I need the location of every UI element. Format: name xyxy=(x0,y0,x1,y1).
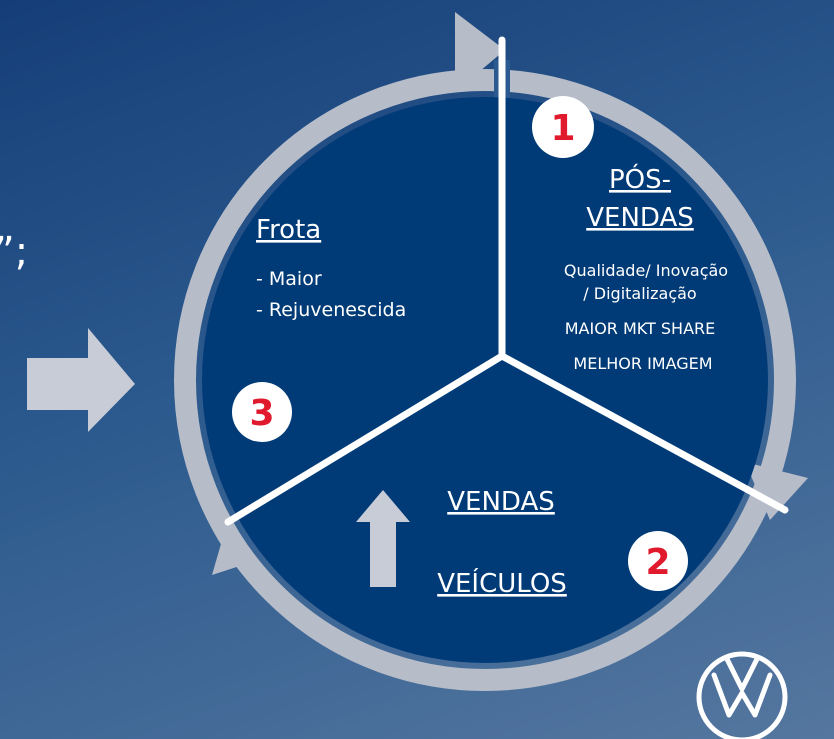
segment-detail-maior: - Maior xyxy=(256,268,322,290)
segment-detail-rejuvenescida: - Rejuvenescida xyxy=(256,299,406,321)
segment-detail-qualidade: Qualidade/ Inovação xyxy=(564,261,728,280)
segment-title-vendas: VENDAS xyxy=(586,203,694,233)
right-arrow-icon xyxy=(27,328,135,432)
segment-title-frota: Frota xyxy=(256,215,321,245)
segment-number-1: 1 xyxy=(550,108,575,149)
number-badge-3 xyxy=(232,382,292,442)
segment-title-vendas-2: VENDAS xyxy=(447,487,555,517)
segment-pos-vendas: 1 PÓS- VENDAS Qualidade/ Inovação / Digi… xyxy=(532,96,728,373)
segment-title-veiculos: VEÍCULOS xyxy=(437,567,567,599)
segment-vendas-veiculos: VENDAS VEÍCULOS 2 xyxy=(356,487,688,599)
segment-number-2: 2 xyxy=(645,542,670,583)
segment-number-3: 3 xyxy=(249,393,274,434)
up-arrow-icon xyxy=(356,490,410,587)
volkswagen-logo xyxy=(696,651,788,739)
segment-detail-digitalizacao: / Digitalização xyxy=(583,284,696,303)
number-badge-2 xyxy=(628,531,688,591)
segment-detail-imagem: MELHOR IMAGEM xyxy=(573,354,712,373)
number-badge-1 xyxy=(532,96,594,158)
segment-title-pos: PÓS- xyxy=(609,163,671,195)
cycle-body xyxy=(202,97,768,663)
cut-off-quote-text: ”; xyxy=(0,229,29,275)
segment-frota: Frota - Maior - Rejuvenescida 3 xyxy=(232,215,406,442)
cycle-ring xyxy=(174,69,796,691)
segment-detail-mkt-share: MAIOR MKT SHARE xyxy=(565,319,716,338)
segment-dividers xyxy=(224,36,789,526)
